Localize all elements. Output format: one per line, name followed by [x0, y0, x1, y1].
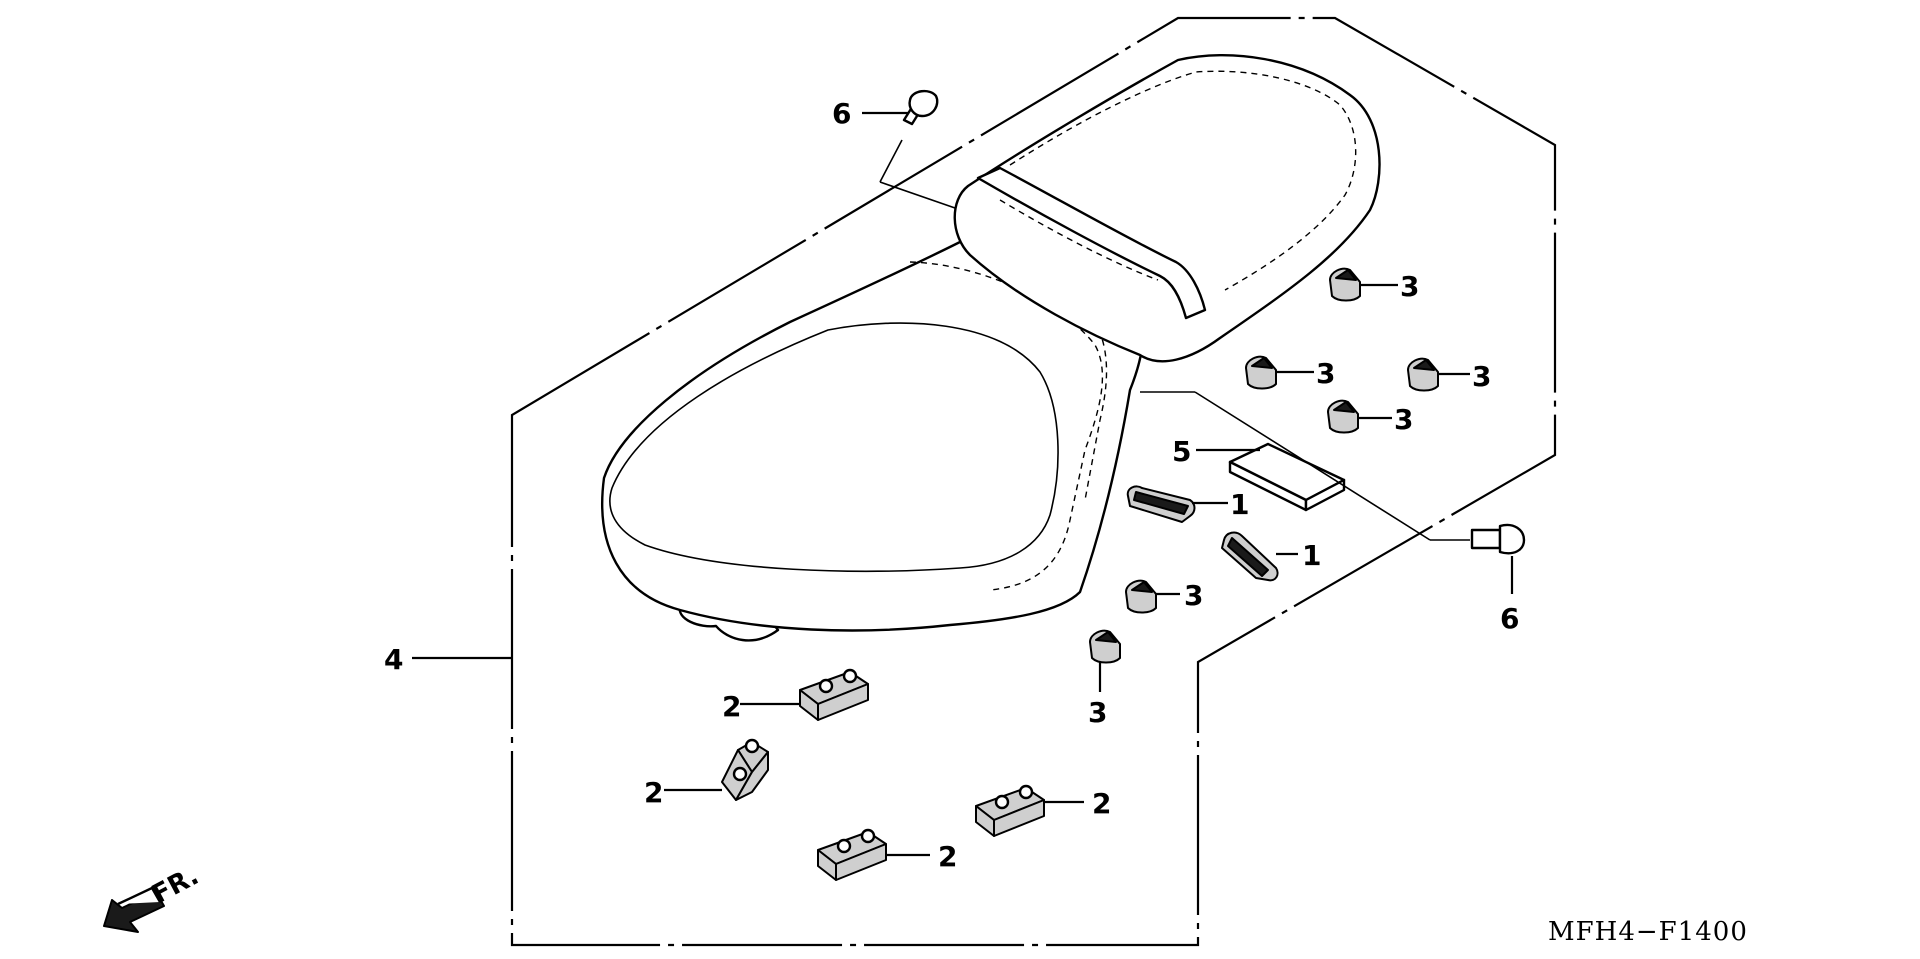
seat — [601, 54, 1381, 642]
callout-5: 5 — [1172, 435, 1191, 468]
rider-seat-stitch-front — [1071, 294, 1108, 501]
bolt-6-right: 6 — [1140, 391, 1526, 635]
rubber-1-b: 1 — [1221, 531, 1321, 582]
pad-5: 5 — [1172, 435, 1346, 512]
damper-2-b: 2 — [644, 738, 769, 809]
rider-seat-surface — [609, 322, 1059, 573]
rider-seat — [601, 234, 1145, 632]
grommet-3-c: 3 — [1407, 357, 1491, 393]
passenger-seat-stitch-inner — [999, 199, 1159, 281]
assembly-4-leader: 4 — [384, 643, 512, 676]
grommet-3-b: 3 — [1245, 355, 1335, 390]
callout-3-b: 3 — [1316, 357, 1335, 390]
callout-3-c: 3 — [1472, 360, 1491, 393]
callout-3-d: 3 — [1394, 403, 1413, 436]
figure-code: MFH4−F1400 — [1548, 917, 1748, 947]
passenger-seat-band — [976, 166, 1207, 320]
rider-seat-stitch — [909, 261, 1104, 591]
grommet-3-e: 3 — [1125, 579, 1203, 614]
passenger-seat-stitch — [1009, 70, 1357, 291]
assembly-boundary — [510, 16, 1557, 947]
grommet-3-f: 3 — [1088, 629, 1121, 729]
front-direction-arrow: FR. — [103, 861, 204, 933]
callout-1-a: 1 — [1230, 488, 1249, 521]
callout-2-b: 2 — [644, 776, 663, 809]
rubber-1-a: 1 — [1126, 485, 1249, 523]
callout-2-c: 2 — [1092, 787, 1111, 820]
callout-6-upper: 6 — [832, 97, 851, 130]
callout-3-a: 3 — [1400, 270, 1419, 303]
passenger-seat — [953, 54, 1381, 363]
damper-2-d: 2 — [817, 828, 957, 881]
grommet-3-a: 3 — [1329, 267, 1419, 303]
damper-2-c: 2 — [975, 784, 1111, 837]
bolt-6-upper: 6 — [832, 89, 956, 209]
callout-3-f: 3 — [1088, 696, 1107, 729]
callout-3-e: 3 — [1184, 579, 1203, 612]
grommet-3-d: 3 — [1327, 399, 1413, 436]
callout-2-a: 2 — [722, 690, 741, 723]
callout-4: 4 — [384, 643, 403, 676]
callout-1-b: 1 — [1302, 539, 1321, 572]
callout-6-right: 6 — [1500, 602, 1519, 635]
callout-2-d: 2 — [938, 840, 957, 873]
damper-2-a: 2 — [722, 668, 869, 723]
